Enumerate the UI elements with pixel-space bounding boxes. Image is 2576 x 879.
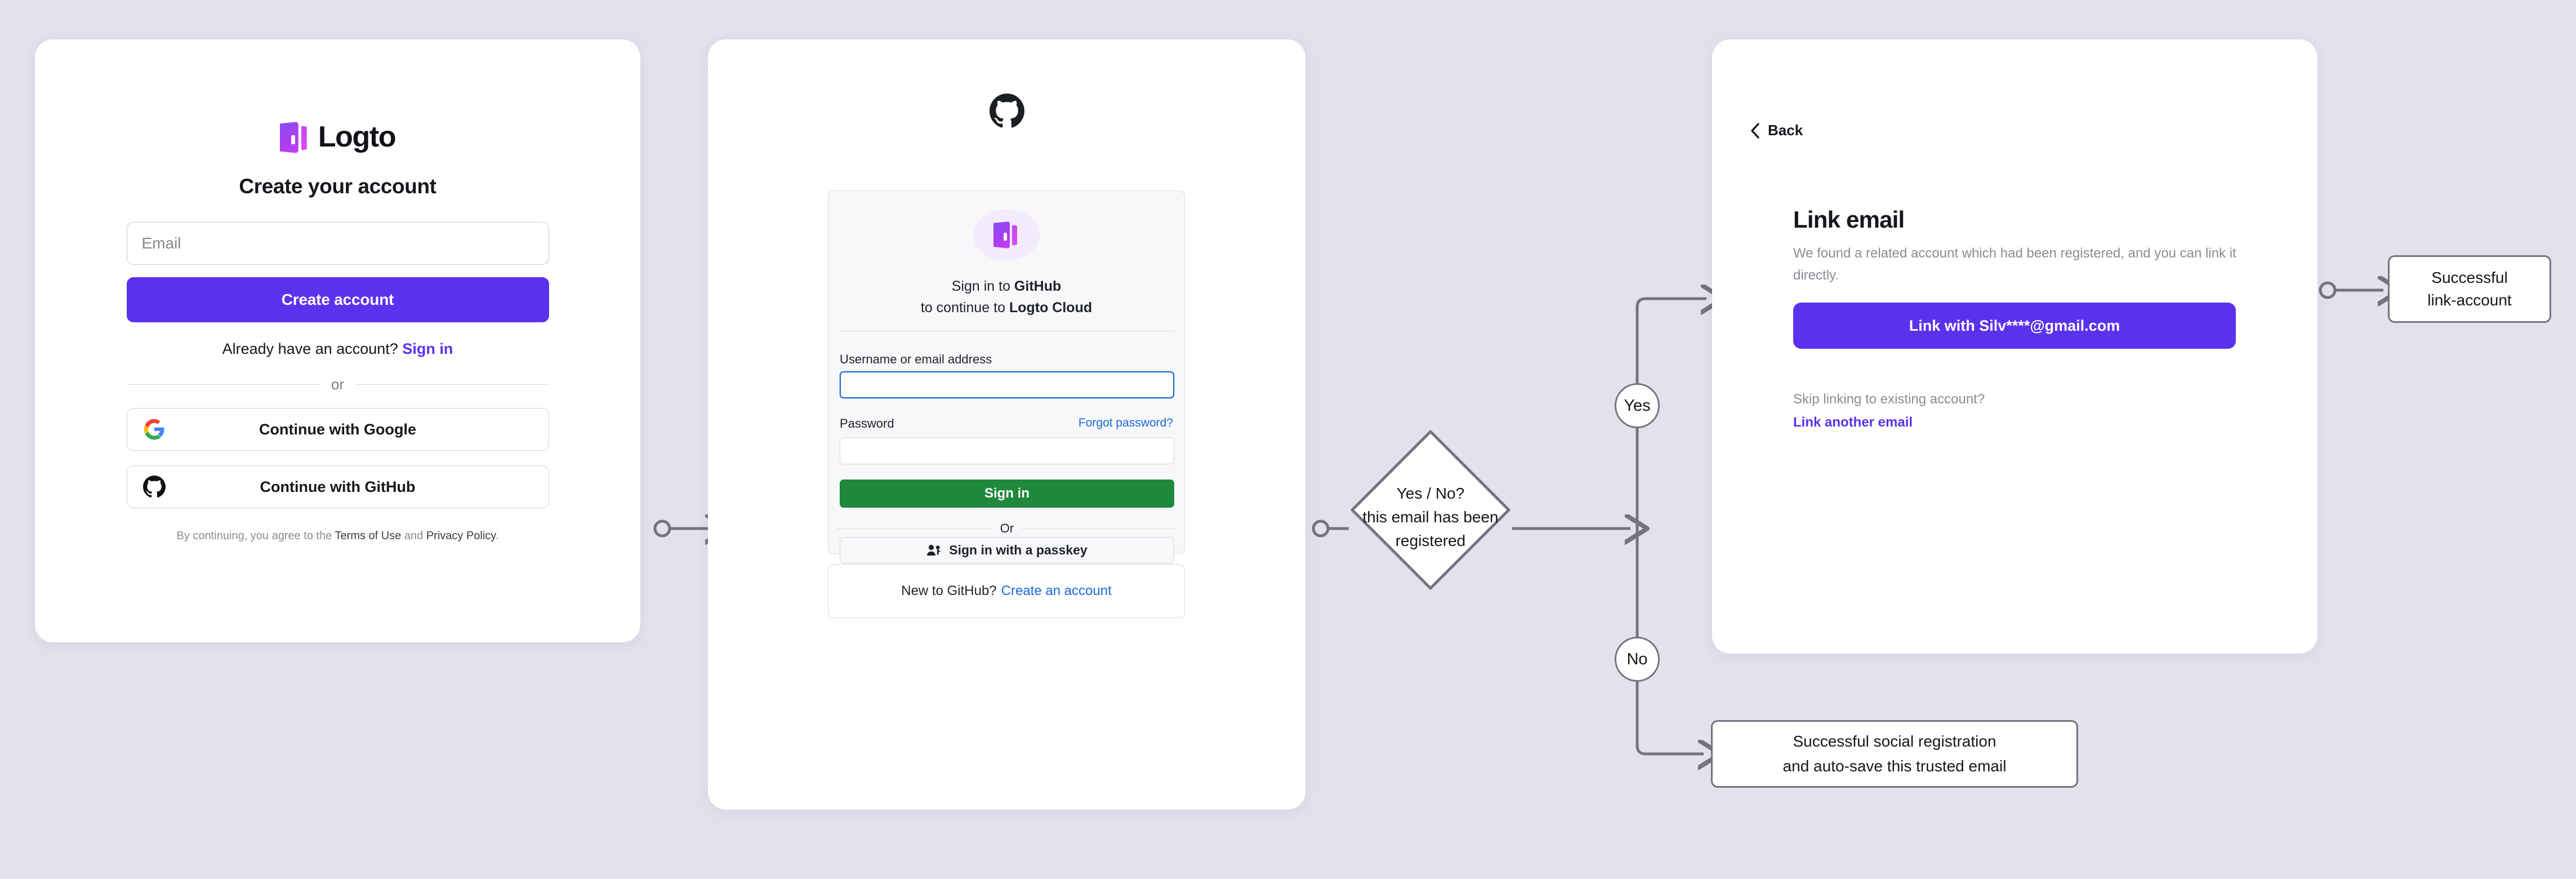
- signup-card: Logto Create your account Email Create a…: [35, 39, 640, 642]
- branch-no-label: No: [1626, 650, 1648, 668]
- outcome-social-line-1: Successful social registration: [1793, 732, 1996, 750]
- create-an-account-link[interactable]: Create an account: [1001, 583, 1112, 598]
- branch-no-node: No: [1615, 637, 1660, 682]
- new-to-github-box: New to GitHub? Create an account: [828, 564, 1185, 618]
- already-have-account: Already have an account? Sign in: [222, 340, 453, 358]
- email-placeholder: Email: [141, 234, 181, 252]
- brand-wordmark: Logto: [318, 121, 396, 153]
- google-icon: [144, 419, 164, 440]
- terms-notice: By continuing, you agree to the Terms of…: [177, 530, 499, 543]
- link-email-card: Back Link email We found a related accou…: [1712, 39, 2317, 654]
- terms-of-use-link[interactable]: Terms of Use: [335, 530, 402, 542]
- outcome-link-line-2: link-account: [2427, 291, 2512, 309]
- email-field[interactable]: Email: [126, 222, 549, 265]
- continue-with-github-label: Continue with GitHub: [260, 478, 416, 495]
- decision-line-1: Yes / No?: [1396, 485, 1465, 502]
- divider-line-left: [126, 384, 320, 385]
- outcome-link-account-box: Successful link-account: [2388, 255, 2551, 323]
- signin-to-prefix: Sign in to: [951, 278, 1014, 294]
- passkey-sign-in-button[interactable]: Sign in with a passkey: [840, 537, 1174, 563]
- passkey-label: Sign in with a passkey: [949, 543, 1088, 557]
- continue-to-prefix: to continue to: [920, 300, 1009, 316]
- skip-linking-label: Skip linking to existing account?: [1793, 392, 1985, 407]
- terms-period: .: [495, 530, 499, 542]
- terms-prefix: By continuing, you agree to the: [176, 530, 335, 542]
- logto-door-icon: [993, 220, 1019, 248]
- password-input[interactable]: [840, 437, 1174, 464]
- decision-label: Yes / No? this email has been registered: [1349, 482, 1512, 553]
- github-signin-heading: Sign in to GitHub to continue to Logto C…: [828, 276, 1184, 318]
- link-another-email-link[interactable]: Link another email: [1793, 415, 1913, 430]
- continue-with-google-button[interactable]: Continue with Google: [126, 408, 549, 451]
- forgot-password-link[interactable]: Forgot password?: [1078, 416, 1173, 429]
- link-email-title: Link email: [1793, 206, 1905, 233]
- logto-logo: Logto: [279, 119, 396, 154]
- logto-door-icon: [279, 121, 309, 153]
- decision-diamond: [1351, 430, 1510, 590]
- divider-or-label: Or: [1000, 521, 1014, 535]
- chevron-left-icon: [1751, 122, 1759, 139]
- back-button[interactable]: Back: [1750, 122, 1803, 139]
- link-with-email-button[interactable]: Link with Silv****@gmail.com: [1793, 303, 2236, 349]
- github-sign-in-button[interactable]: Sign in: [840, 480, 1174, 508]
- username-label: Username or email address: [840, 352, 992, 366]
- password-label: Password: [840, 416, 894, 430]
- page-title: Create your account: [239, 175, 436, 198]
- terms-and: and: [401, 530, 426, 542]
- divider-line-right: [355, 384, 549, 385]
- github-signin-panel: Sign in to GitHub to continue to Logto C…: [828, 190, 1185, 563]
- username-input[interactable]: [840, 371, 1174, 398]
- link-email-description: We found a related account which had bee…: [1793, 246, 2236, 283]
- new-to-github-label: New to GitHub?: [901, 583, 997, 598]
- sign-in-link[interactable]: Sign in: [402, 340, 453, 357]
- decision-line-2: this email has been: [1362, 508, 1499, 526]
- outcome-social-line-2: and auto-save this trusted email: [1782, 757, 2007, 775]
- branch-yes-node: Yes: [1615, 383, 1660, 428]
- back-label: Back: [1768, 122, 1803, 139]
- github-mark-icon: [989, 94, 1024, 128]
- continue-with-google-label: Continue with Google: [259, 420, 416, 438]
- outcome-social-registration-box: Successful social registration and auto-…: [1711, 720, 2078, 788]
- continue-to-app: Logto Cloud: [1009, 300, 1093, 316]
- divider-or-label: or: [331, 376, 345, 393]
- github-icon: [142, 476, 166, 498]
- create-account-button[interactable]: Create account: [126, 277, 549, 322]
- passkey-person-key-icon: [927, 544, 941, 556]
- github-divider-or: Or: [836, 521, 1178, 536]
- privacy-policy-link[interactable]: Privacy Policy: [426, 530, 496, 542]
- continue-with-github-button[interactable]: Continue with GitHub: [126, 465, 549, 508]
- divider-or: or: [126, 376, 549, 393]
- branch-yes-label: Yes: [1624, 396, 1651, 415]
- github-signin-card: Sign in to GitHub to continue to Logto C…: [708, 39, 1305, 810]
- signin-provider: GitHub: [1014, 278, 1062, 294]
- outcome-link-line-1: Successful: [2431, 269, 2508, 286]
- decision-line-3: registered: [1395, 532, 1466, 549]
- already-have-account-label: Already have an account?: [222, 340, 398, 357]
